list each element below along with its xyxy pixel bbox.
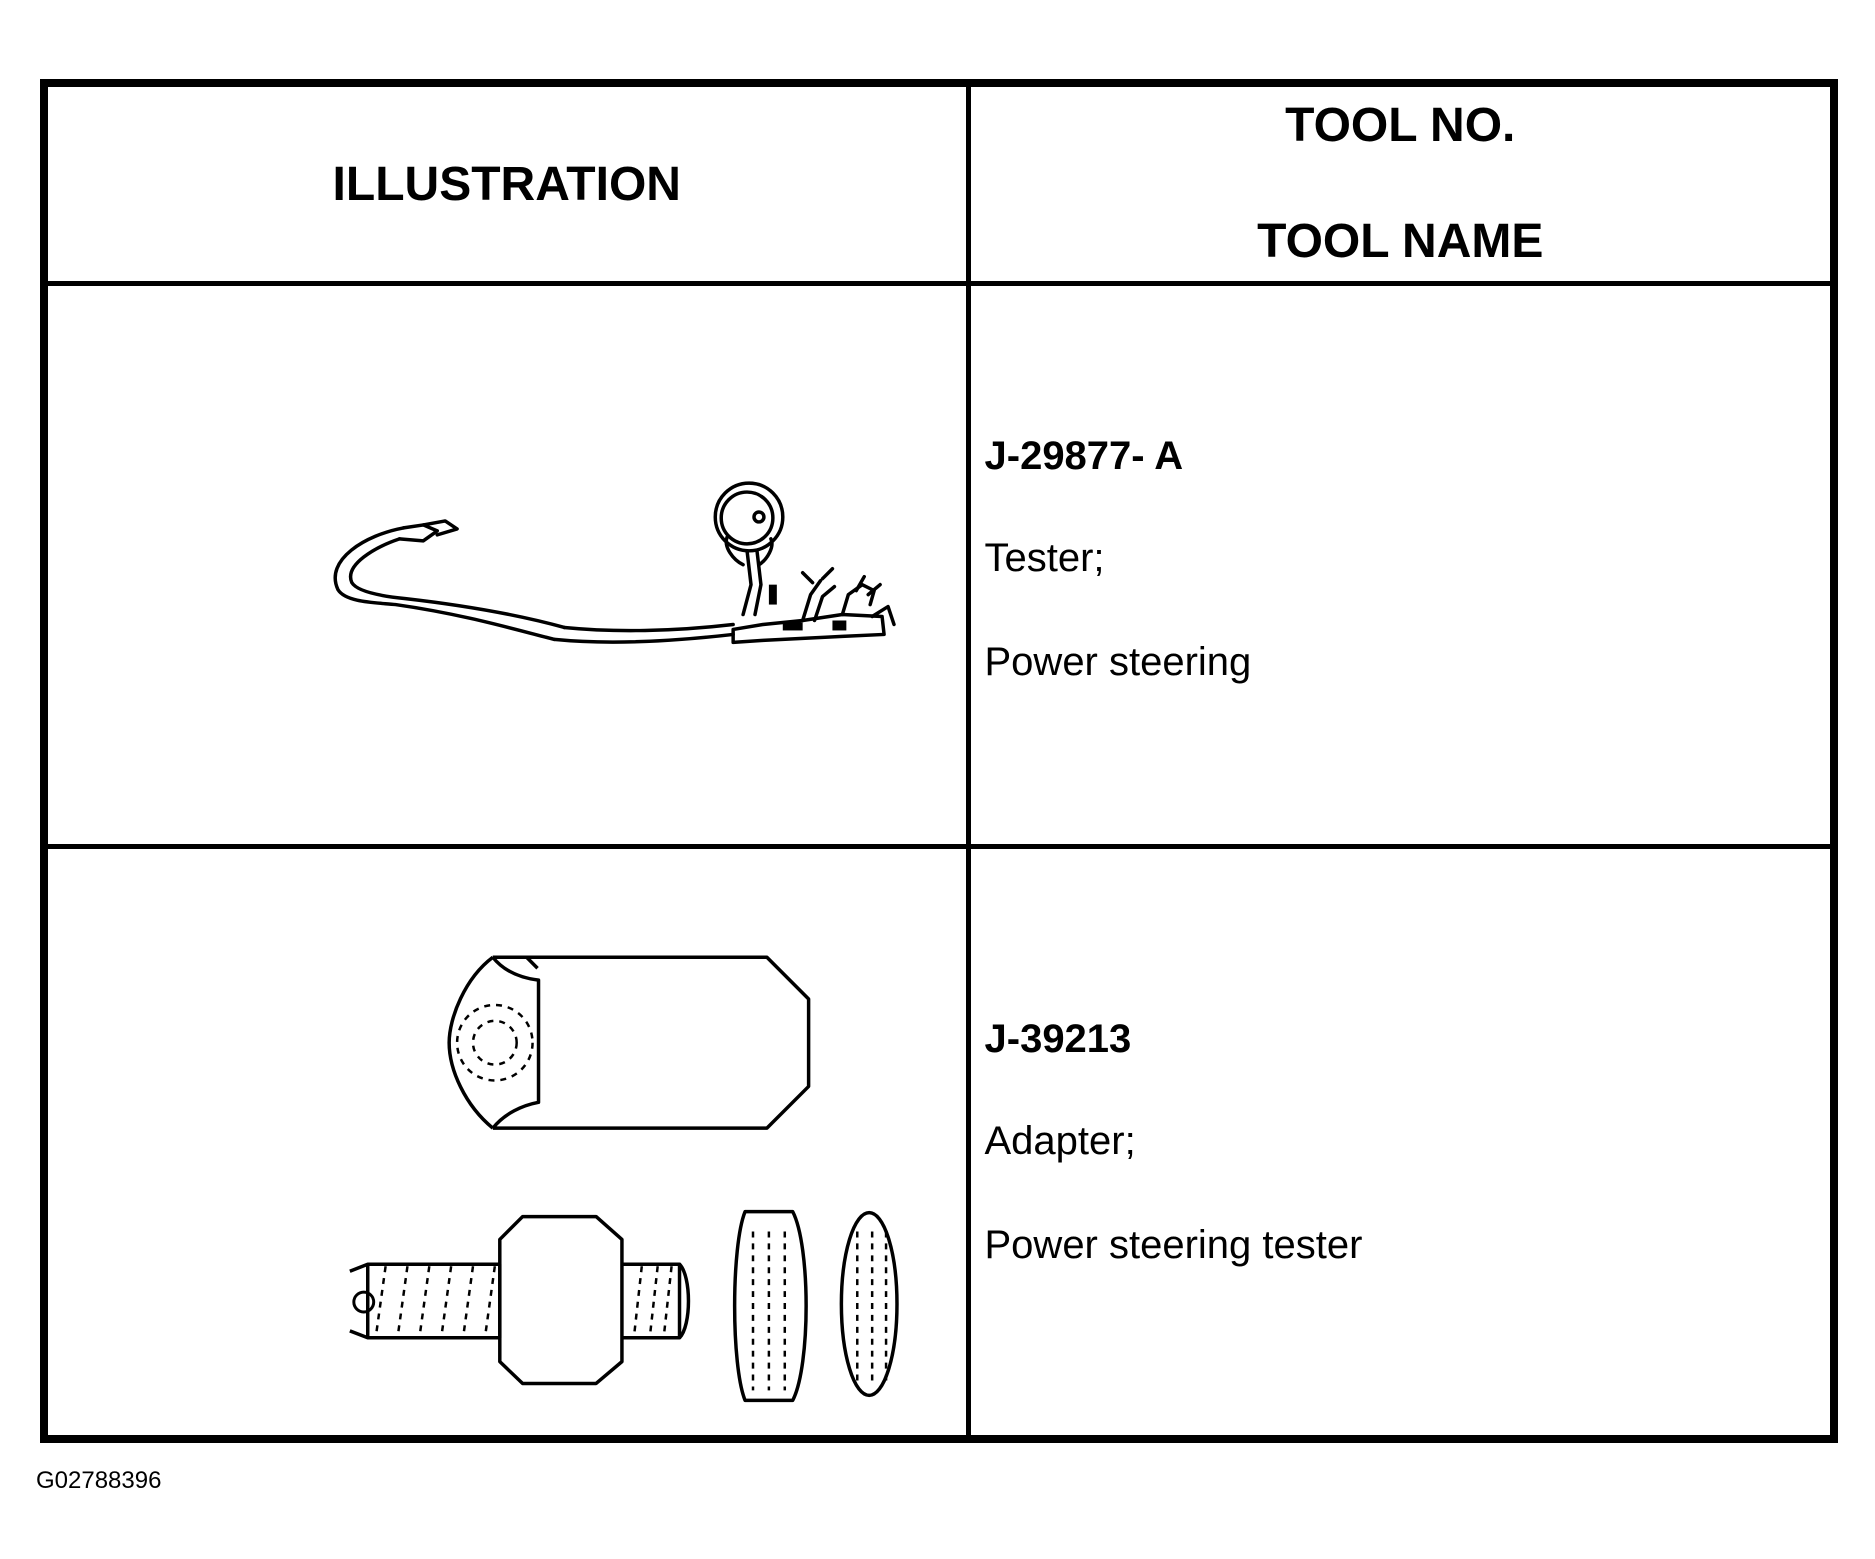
tool-name-line: Power steering tester [984, 1222, 1363, 1267]
tool-name-line: Adapter; [984, 1118, 1136, 1163]
figure-id: G02788396 [36, 1467, 162, 1494]
adapter-icon [349, 955, 899, 1402]
special-tools-table: ILLUSTRATION TOOL NO. TOOL NAME [40, 79, 1838, 1443]
table-row: J-39213 Adapter; Power steering tester [41, 843, 1837, 1442]
tool-info-cell: J-39213 Adapter; Power steering tester [965, 843, 1837, 1442]
tool-name-line: Power steering [984, 640, 1252, 685]
tool-no-header-label: TOOL NO. [1285, 99, 1516, 153]
illustration-cell [41, 281, 971, 849]
power-steering-tester-icon [333, 481, 896, 645]
table-row: J-29877- A Tester; Power steering [41, 281, 1837, 849]
tool-name-header-label: TOOL NAME [1257, 215, 1544, 269]
tool-info-cell: J-29877- A Tester; Power steering [965, 281, 1837, 849]
tool-name-line: Tester; [984, 536, 1105, 581]
illustration-header: ILLUSTRATION [41, 80, 971, 287]
tool-number: J-29877- A [984, 434, 1184, 479]
illustration-cell [41, 843, 971, 1442]
illustration-header-label: ILLUSTRATION [332, 157, 681, 211]
tool-header: TOOL NO. TOOL NAME [965, 80, 1837, 287]
tool-number: J-39213 [984, 1016, 1132, 1061]
table-header-row: ILLUSTRATION TOOL NO. TOOL NAME [41, 80, 1837, 287]
